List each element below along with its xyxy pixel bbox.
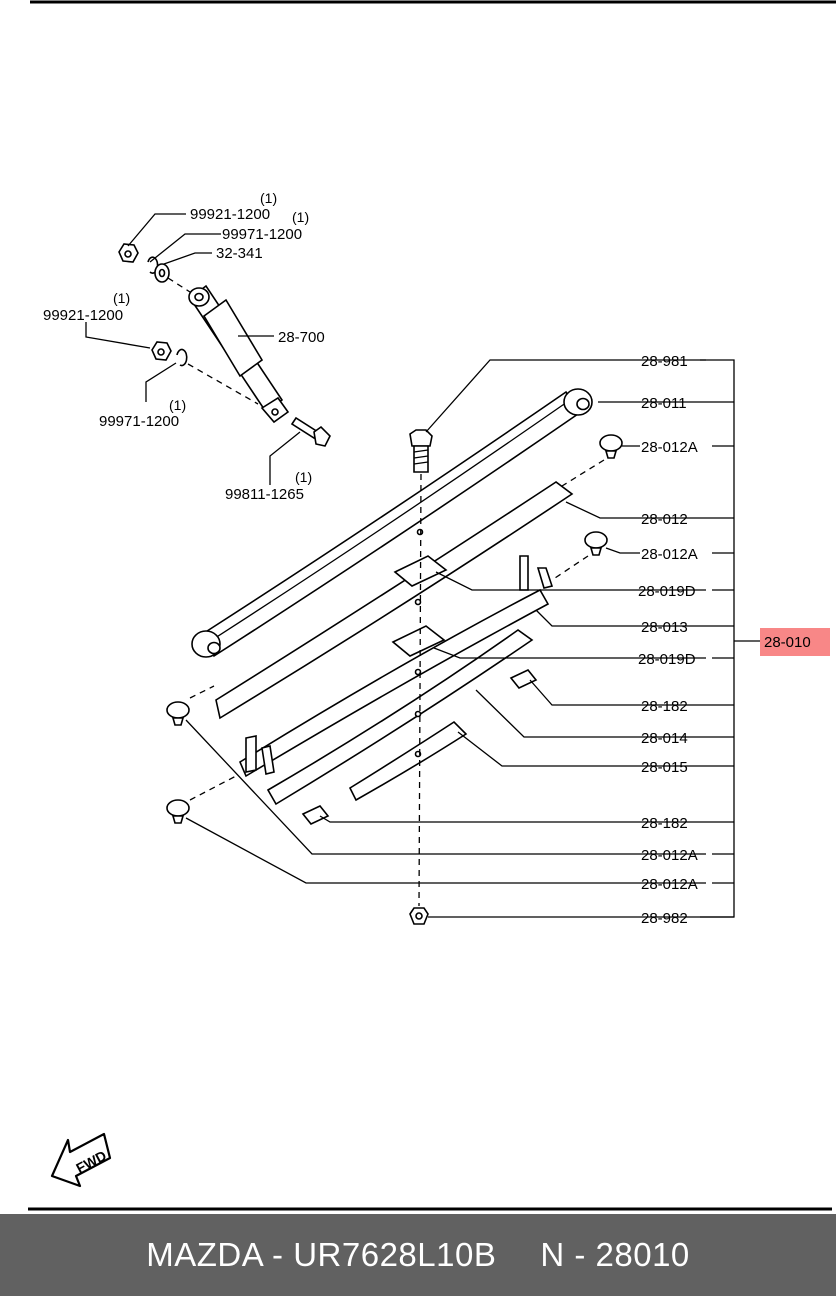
callout-liner-2[interactable]: 28-182 [641, 815, 688, 832]
callout-pad-2[interactable]: 28-019D [638, 651, 696, 668]
callout-leaf-2[interactable]: 28-012 [641, 511, 688, 528]
pad-2-part[interactable] [391, 625, 446, 657]
left-washer-part[interactable] [176, 348, 188, 367]
qty-washer-top: (1) [292, 209, 309, 225]
callout-leaf-5[interactable]: 28-015 [641, 759, 688, 776]
top-nut-part[interactable] [118, 243, 139, 263]
callout-nut-left[interactable]: 99921-1200 [43, 307, 123, 324]
top-bushing-part[interactable] [154, 263, 170, 283]
callout-labels: (1) 99921-1200 (1) 99971-1200 32-341 (1)… [43, 190, 811, 927]
callout-assembly[interactable]: 28-010 [764, 634, 811, 651]
leaf-3-part[interactable] [238, 588, 550, 778]
lower-clamp-part[interactable] [245, 735, 275, 775]
shock-absorber-group [85, 213, 331, 485]
qty-nut-left: (1) [113, 290, 130, 306]
bump-cap-1-part[interactable] [599, 434, 623, 459]
callout-leaf-3[interactable]: 28-013 [641, 619, 688, 636]
leaf-5-part[interactable] [348, 720, 468, 802]
callout-bolt-lower[interactable]: 99811-1265 [225, 486, 304, 503]
callout-pad-1[interactable]: 28-019D [638, 583, 696, 600]
callout-bump-cap-1[interactable]: 28-012A [641, 439, 698, 456]
assembly-highlight [760, 628, 830, 656]
callout-main-leaf[interactable]: 28-011 [641, 395, 687, 412]
center-bolt-part[interactable] [409, 429, 433, 473]
fwd-arrow-icon: FWD [50, 1132, 112, 1188]
callout-u-bolt[interactable]: 28-981 [641, 353, 688, 370]
footer-bar: MAZDA - UR7628L10B N - 28010 [0, 1214, 836, 1296]
left-nut-part[interactable] [151, 341, 172, 361]
callout-nut-top[interactable]: 99921-1200 [190, 206, 270, 223]
callout-center-nut[interactable]: 28-982 [641, 910, 688, 927]
bump-cap-3-part[interactable] [166, 701, 190, 726]
leaf-2-part[interactable] [215, 481, 574, 720]
callout-bump-cap-2[interactable]: 28-012A [641, 546, 698, 563]
callout-shock-absorber[interactable]: 28-700 [278, 329, 325, 346]
bump-cap-2-part[interactable] [584, 531, 608, 556]
qty-washer-left: (1) [169, 397, 186, 413]
liner-2-part[interactable] [301, 805, 330, 825]
footer-brand-part: MAZDA - UR7628L10B [146, 1236, 497, 1273]
qty-nut-top: (1) [260, 190, 277, 206]
qty-bolt-lower: (1) [295, 469, 312, 485]
lower-bolt-part[interactable] [290, 416, 331, 447]
callout-bump-cap-3[interactable]: 28-012A [641, 847, 698, 864]
shock-absorber-part[interactable] [188, 284, 290, 424]
callout-washer-top[interactable]: 99971-1200 [222, 226, 302, 243]
footer-code: N - 28010 [540, 1236, 690, 1273]
main-leaf-part[interactable] [191, 388, 593, 658]
callout-bump-cap-4[interactable]: 28-012A [641, 876, 698, 893]
pad-1-part[interactable] [393, 555, 448, 587]
spring-clamp-part[interactable] [519, 555, 554, 591]
callout-leaf-4[interactable]: 28-014 [641, 730, 688, 747]
parts-diagram: (1) 99921-1200 (1) 99971-1200 32-341 (1)… [28, 0, 836, 1211]
callout-liner-1[interactable]: 28-182 [641, 698, 688, 715]
callout-washer-left[interactable]: 99971-1200 [99, 413, 179, 430]
leaf-4-part[interactable] [266, 629, 534, 806]
liner-1-part[interactable] [509, 669, 538, 689]
callout-bushing-top[interactable]: 32-341 [216, 245, 263, 262]
center-nut-part[interactable] [409, 907, 429, 925]
bump-cap-4-part[interactable] [166, 799, 190, 824]
leaf-spring-group [166, 359, 760, 925]
